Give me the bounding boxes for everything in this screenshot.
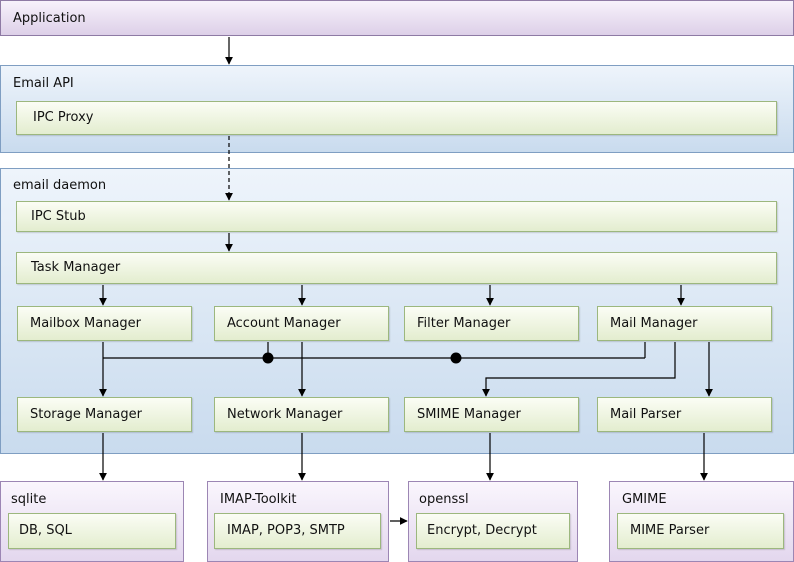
email-daemon-label: email daemon <box>13 178 107 193</box>
network-manager-box: Network Manager <box>214 397 389 432</box>
mail-manager-to-smime-arrow <box>482 342 676 397</box>
openssl-label: openssl <box>419 492 469 507</box>
imap-toolkit-label: IMAP-Toolkit <box>220 492 297 507</box>
task-manager-label: Task Manager <box>31 260 121 275</box>
mail-parser-box: Mail Parser <box>597 397 772 432</box>
task-manager-box: Task Manager <box>16 252 777 284</box>
mail-parser-label: Mail Parser <box>610 407 682 422</box>
filter-manager-box: Filter Manager <box>404 306 579 341</box>
application-box: Application <box>0 0 794 36</box>
smime-manager-label: SMIME Manager <box>417 407 521 422</box>
ipc-proxy-label: IPC Proxy <box>33 110 94 125</box>
gmime-label: GMIME <box>622 492 667 507</box>
mail-manager-box: Mail Manager <box>597 306 772 341</box>
smime-manager-box: SMIME Manager <box>404 397 579 432</box>
mime-parser-label: MIME Parser <box>630 523 710 538</box>
filter-junction-dot <box>450 352 462 364</box>
imap-pop3-smtp-label: IMAP, POP3, SMTP <box>227 523 345 538</box>
ipc-stub-label: IPC Stub <box>31 209 86 224</box>
account-junction-dot <box>262 352 274 364</box>
ipc-stub-box: IPC Stub <box>16 201 777 232</box>
encrypt-decrypt-box: Encrypt, Decrypt <box>416 513 570 549</box>
storage-manager-label: Storage Manager <box>30 407 142 422</box>
sqlite-label: sqlite <box>11 492 47 507</box>
application-label: Application <box>13 11 86 26</box>
account-manager-box: Account Manager <box>214 306 389 341</box>
network-manager-label: Network Manager <box>227 407 343 422</box>
encrypt-decrypt-label: Encrypt, Decrypt <box>427 523 537 538</box>
ipc-proxy-box: IPC Proxy <box>16 101 777 135</box>
imap-pop3-smtp-box: IMAP, POP3, SMTP <box>214 513 381 549</box>
mail-manager-label: Mail Manager <box>610 316 698 331</box>
storage-manager-box: Storage Manager <box>17 397 192 432</box>
mime-parser-box: MIME Parser <box>617 513 784 549</box>
db-sql-label: DB, SQL <box>19 523 72 538</box>
mailbox-manager-label: Mailbox Manager <box>30 316 142 331</box>
mailbox-manager-box: Mailbox Manager <box>17 306 192 341</box>
email-api-label: Email API <box>13 76 74 91</box>
filter-manager-label: Filter Manager <box>417 316 511 331</box>
account-manager-label: Account Manager <box>227 316 341 331</box>
db-sql-box: DB, SQL <box>8 513 176 549</box>
